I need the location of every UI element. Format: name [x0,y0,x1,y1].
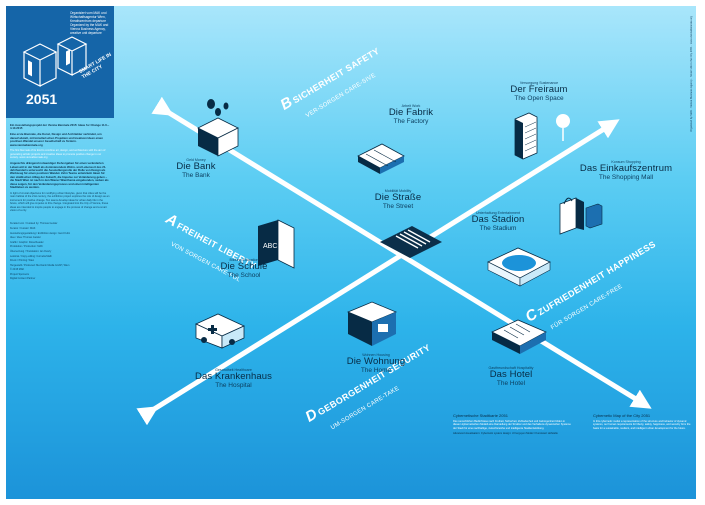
intro-de-body: Eine erste Biennale, die Kunst, Design u… [10,132,103,147]
strasse-title-de: Die Straße [374,192,422,203]
bank-title-en: The Bank [182,172,210,179]
hotel-title-de: Das Hotel [489,369,533,380]
stadium-icon [487,247,551,287]
credit-line: Kuratiert von / Curated by: Thomas Geisl… [10,222,58,226]
bank-title-de: Die Bank [176,161,216,172]
info-block-de: Cybernetische Stadtkarte 2051 Die mensch… [453,413,573,438]
axes-diagram [136,96,652,426]
einkauf-title-en: The Shopping Mall [598,174,654,181]
credit-line: Kurator / Curator: MAK [10,226,36,230]
body-en: In light of crucial objectives for modif… [10,191,110,212]
place-label-bank: Geld Money Die Bank The Bank [156,158,236,180]
kranken-title-en: The Hospital [215,382,252,389]
credit-line: Lektorat / Copy editing: Cornelia Malli [10,254,52,258]
info-en-body: In this cybernetic model a representatio… [593,420,691,430]
shopping-mall-icon [559,197,603,235]
bank-kicker: Geld Money [186,158,206,162]
header-organizer-text: Organisiert vom MAK und Wirtschaftsagent… [70,11,109,35]
freiraum-title-en: The Open Space [514,95,564,102]
einkauf-title-de: Das Einkaufszentrum [579,163,673,174]
place-label-wohnung: Wohnen Housing Die Wohnung The Home [336,353,416,375]
school-icon: ABC [258,219,295,269]
place-label-fabrik: Arbeit Work Die Fabrik The Factory [371,104,451,126]
credit-line: Ausstellungsgestaltung / Exhibition desi… [10,231,71,235]
intro-de: Ein Ausstellungsprojekt der Vienna Bienn… [10,123,110,131]
open-space-icon [514,112,570,160]
info-en-title: Cybernetic Map of the City 2051 [593,413,651,418]
wohnung-title-en: The Home [360,367,392,374]
sidebar-header: Organisiert vom MAK und Wirtschaftsagent… [6,6,114,118]
hotel-icon [491,319,547,354]
hotel-kicker: Gastfreundschaft Hospitality [488,366,534,370]
intro-en: The first biennale of its kind to combin… [10,149,106,160]
axis-diagonal-2 [136,119,620,426]
freiraum-title-de: Der Freiraum [510,84,568,95]
credit-line: Druck / Printing: Wien [10,259,35,263]
kranken-title-de: Das Krankenhaus [194,371,273,382]
stadion-title-de: Das Stadion [471,214,525,225]
schule-title-en: The School [227,272,261,279]
fabrik-title-de: Die Fabrik [388,107,434,118]
poster: Organisiert vom MAK und Wirtschaftsagent… [6,6,696,499]
hotel-title-en: The Hotel [496,380,526,387]
factory-icon [357,143,405,174]
schule-title-de: Die Schule [220,261,268,272]
credit-line: © 2015 MAK [10,268,25,272]
credit-line: Idee / Idea: Thomas Geisler [10,236,41,240]
credits-list: Kuratiert von / Curated by: Thomas Geisl… [10,222,110,280]
wohnung-title-de: Die Wohnung [346,356,406,367]
stadion-kicker: Unterhaltung Entertainment [476,211,520,215]
strasse-title-en: The Street [382,203,414,210]
credit-line: Produktion / Production: MAK [10,245,43,249]
place-label-schule: Bildung Education Die Schule The School [204,258,284,280]
place-label-hotel: Gastfreundschaft Hospitality Das Hotel T… [466,366,556,388]
fabrik-kicker: Arbeit Work [401,104,421,108]
hospital-icon [195,313,245,349]
body-de: Angesichts drängend notwendiger Zielvorg… [10,161,109,189]
street-icon [380,226,442,258]
credit-line: Übersetzung / Translation: Ian Overly [10,249,52,253]
logo-number: 2051 [26,91,57,107]
home-icon [346,301,398,346]
fabrik-title-en: The Factory [393,118,429,125]
bank-icon [197,99,239,157]
credit-line: Project Sponsors [10,272,30,276]
wohnung-kicker: Wohnen Housing [362,353,390,357]
place-label-strasse: Mobilität Mobility Die Straße The Street [358,189,438,211]
credit-line: Hergestellt / Produced: Mezzanin Media G… [10,263,70,267]
credit-line: Grafik / Graphic: Rosa Reader [10,240,44,244]
info-de-credit: Advanced visualisation: Cybernetic syste… [453,432,558,436]
info-de-title: Cybernetische Stadtkarte 2051 [453,413,508,418]
svg-text:ABC: ABC [263,243,277,250]
place-label-stadion: Unterhaltung Entertainment Das Stadion T… [453,211,543,233]
place-label-freiraum: Versorgung Sustenance Der Freiraum The O… [494,81,584,103]
info-de-body: Die menschlichen Bedürfnisse nach Freihe… [453,420,571,430]
freiraum-kicker: Versorgung Sustenance [519,81,559,85]
info-block-en: Cybernetic Map of the City 2051 In this … [593,413,693,432]
credit-line: Digital Content Partner [10,277,36,281]
right-margin-text: Organized by MAK · Vienna Business Agenc… [690,16,693,132]
stadion-title-en: The Stadium [479,225,517,232]
strasse-kicker: Mobilität Mobility [384,189,412,193]
kranken-kicker: Gesundheit Healthcare [215,368,252,372]
sidebar-text-column: Ein Ausstellungsprojekt der Vienna Bienn… [10,123,110,282]
logo-2051-icon: 2051 [22,36,88,107]
place-label-einkauf: Konsum Shopping Das Einkaufszentrum The … [571,160,681,182]
place-label-kranken: Gesundheit Healthcare Das Krankenhaus Th… [186,368,281,390]
schule-kicker: Bildung Education [229,258,259,262]
einkauf-kicker: Konsum Shopping [611,160,641,164]
